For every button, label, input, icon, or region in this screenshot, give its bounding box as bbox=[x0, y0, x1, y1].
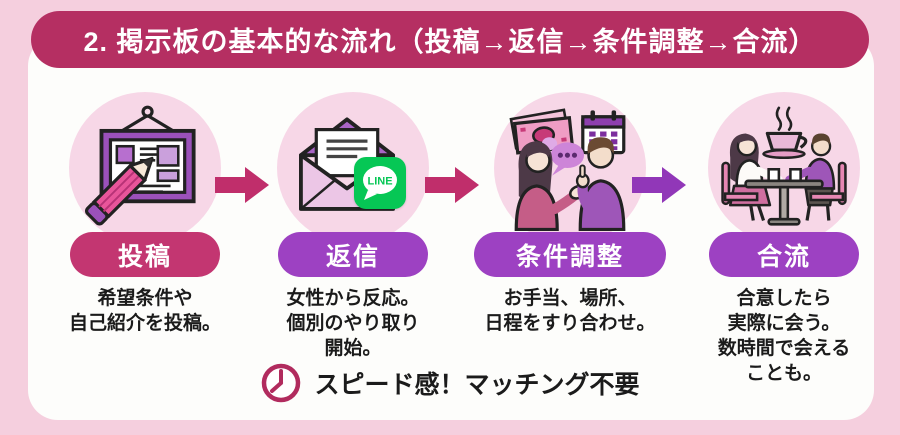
step-label-text: 条件調整 bbox=[515, 242, 624, 271]
step-label-meet: 合流 bbox=[709, 232, 859, 277]
footnote: スピード感！マッチング不要 bbox=[0, 362, 900, 404]
footnote-text: スピード感！マッチング不要 bbox=[314, 371, 640, 399]
step-description-post: 希望条件や 自己紹介を投稿。 bbox=[68, 288, 221, 334]
line-app-icon: LINE bbox=[354, 157, 406, 209]
header-banner: 2. 掲示板の基本的な流れ（投稿→返信→条件調整→合流） bbox=[31, 11, 869, 68]
clock-icon bbox=[260, 362, 302, 404]
step-label-reply: 返信 bbox=[278, 232, 428, 277]
bulletin-board-pencil-icon bbox=[81, 104, 209, 232]
step-description-negotiate: お手当、場所、 日程をすり合わせ。 bbox=[484, 288, 656, 334]
page-title: 2. 掲示板の基本的な流れ（投稿→返信→条件調整→合流） bbox=[83, 27, 817, 57]
step-label-text: 返信 bbox=[325, 242, 380, 271]
step-description-reply: 女性から反応。 個別のやり取り 開始。 bbox=[286, 288, 420, 359]
step-label-text: 投稿 bbox=[117, 242, 172, 271]
step-label-text: 合流 bbox=[756, 242, 811, 271]
flow-arrow-icon bbox=[215, 167, 269, 203]
step-description-meet: 合意したら 実際に会う。 数時間で会える ことも。 bbox=[717, 288, 851, 384]
cafe-meeting-icon bbox=[720, 104, 848, 232]
flow-arrow-icon bbox=[425, 167, 479, 203]
negotiation-people-icon bbox=[506, 104, 634, 232]
line-badge-label: LINE bbox=[367, 176, 392, 188]
flow-arrow-icon bbox=[632, 167, 686, 203]
step-label-post: 投稿 bbox=[70, 232, 220, 277]
step-label-negotiate: 条件調整 bbox=[474, 232, 666, 277]
